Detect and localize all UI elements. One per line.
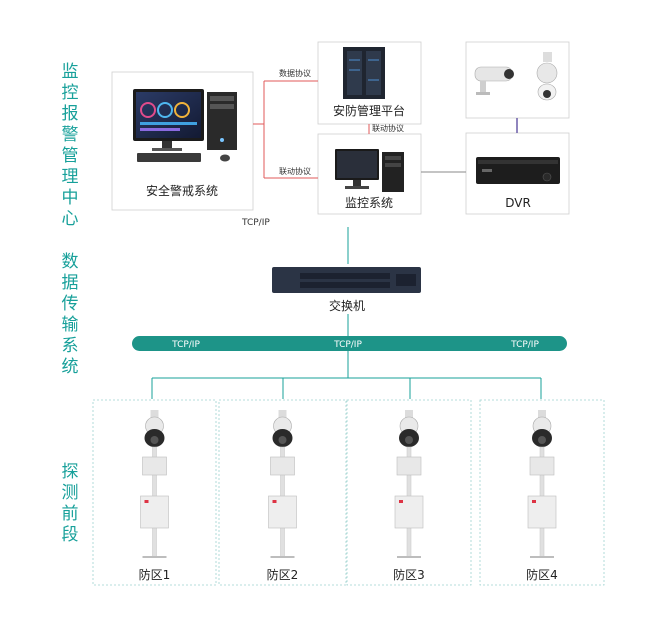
network-switch-icon <box>272 267 421 293</box>
zone-label: 防区1 <box>139 567 171 582</box>
camera-pole-icon <box>140 410 169 558</box>
zone-4: 防区4 <box>479 399 605 586</box>
tcp-bus-mid-label: TCP/IP <box>333 340 362 350</box>
tcp-bus-left-label: TCP/IP <box>171 340 200 350</box>
switch-label: 交换机 <box>329 298 365 313</box>
camera-pole-icon <box>527 410 557 558</box>
security-alarm-label: 安全警戒系统 <box>146 183 218 198</box>
section-transport-title: 数据传输系统 <box>61 252 79 377</box>
camera-pole-icon <box>268 410 297 558</box>
data-protocol-label: 数据协议 <box>279 68 311 78</box>
dome-camera-icon <box>536 52 558 101</box>
section-front-title: 探测前段 <box>61 462 79 545</box>
zone-border <box>479 399 605 586</box>
zone-2: 防区2 <box>218 399 347 586</box>
dvr-device-icon <box>476 157 560 184</box>
zone-label: 防区4 <box>526 567 558 582</box>
tcp-bus-right-label: TCP/IP <box>510 340 539 350</box>
section-center-title: 监控报警管理中心 <box>61 62 79 229</box>
dvr-label: DVR <box>505 196 531 210</box>
red-links <box>253 80 370 179</box>
linkage-protocol-mid-label: 联动协议 <box>372 123 404 133</box>
desktop-computer-icon <box>133 89 237 162</box>
zone-label: 防区2 <box>267 567 299 582</box>
zone-3: 防区3 <box>346 399 472 586</box>
camera-pole-icon <box>394 410 424 558</box>
tcp-bus <box>132 336 567 351</box>
zones-group: 防区1 防区2 防区3 防区4 <box>92 399 605 586</box>
server-rack-icon <box>343 47 385 99</box>
zone-border <box>92 399 217 586</box>
platform-label: 安防管理平台 <box>333 103 405 118</box>
tcp-top-label: TCP/IP <box>241 218 270 228</box>
monitor-label: 监控系统 <box>345 196 393 210</box>
distribution-lines <box>151 351 542 399</box>
linkage-protocol-left-label: 联动协议 <box>279 166 311 176</box>
monitor-computer-icon <box>335 149 404 192</box>
zone-label: 防区3 <box>393 567 425 582</box>
bullet-camera-icon <box>474 66 514 95</box>
zone-border <box>346 399 472 586</box>
zone-1: 防区1 <box>92 399 217 586</box>
